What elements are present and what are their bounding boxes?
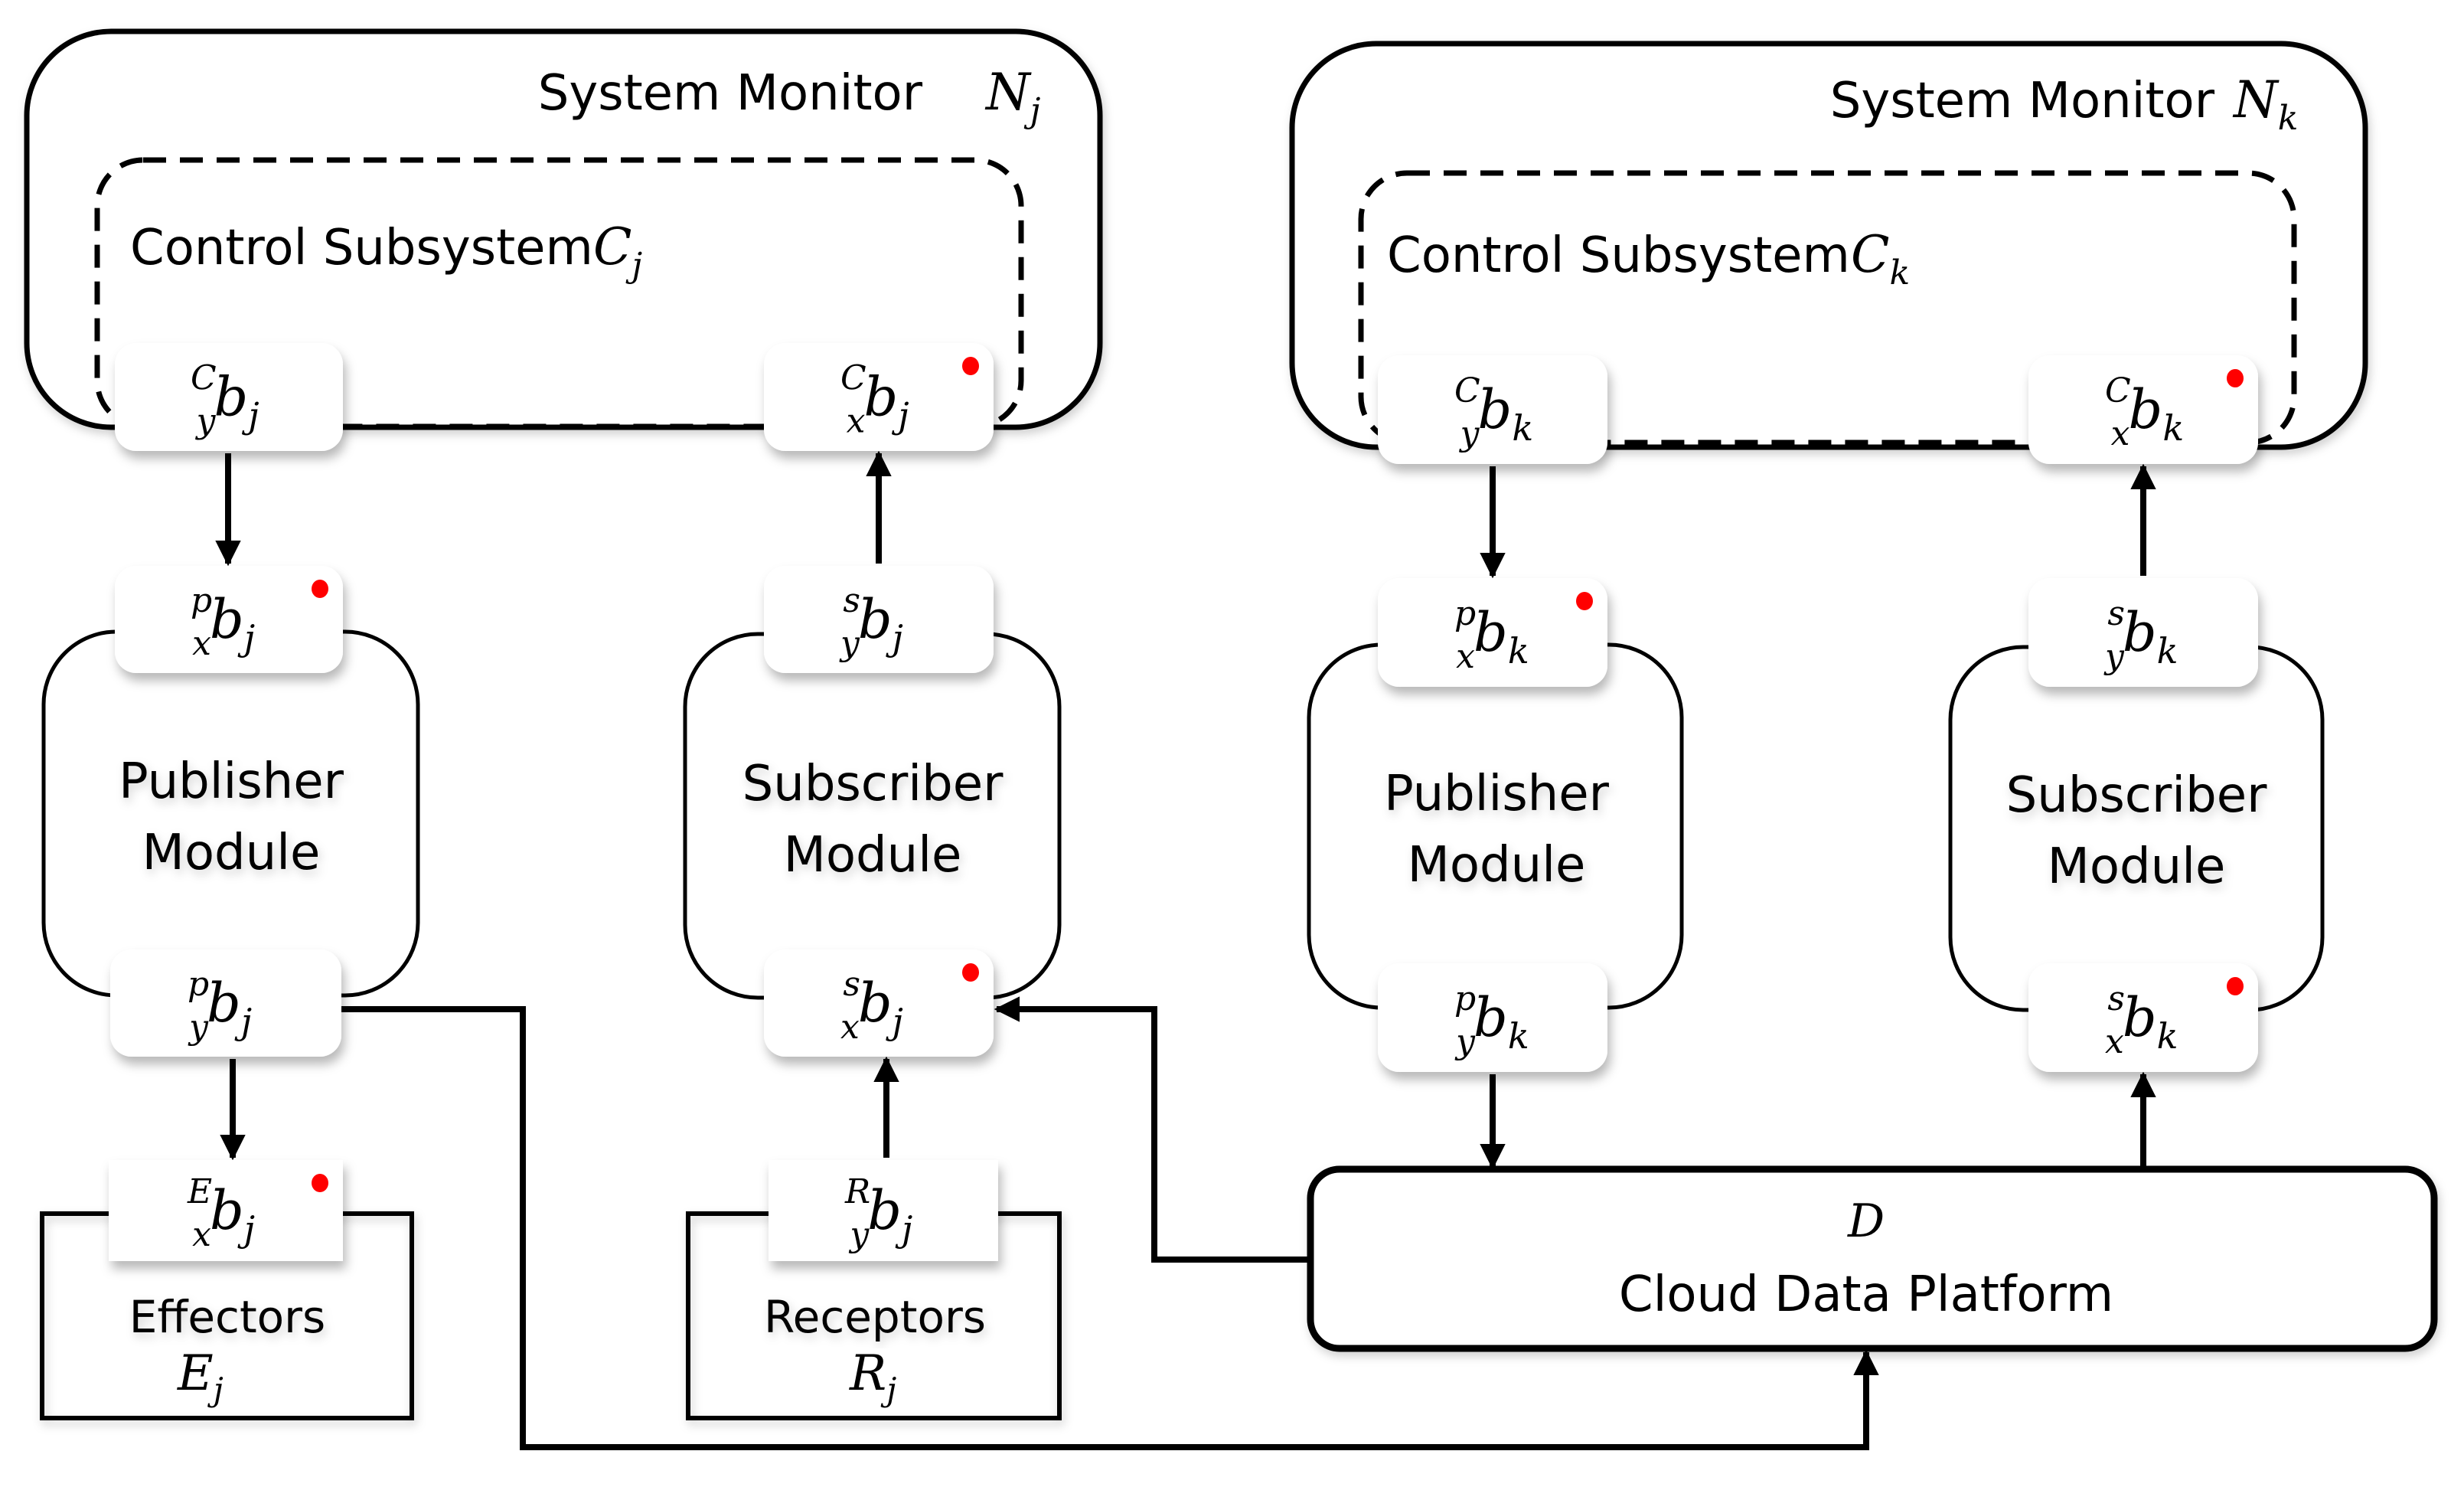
port-box — [2028, 355, 2258, 464]
system-monitor-nk-symbol: Nk — [2232, 70, 2298, 138]
red-marker-dot — [312, 1174, 328, 1192]
control-subsystem-ck-symbol: Ck — [1851, 225, 1910, 292]
control-subsystem-ck: Control Subsystem Ck — [1358, 170, 2297, 446]
publisher-module-j: Publisher Module — [41, 629, 420, 998]
publisher-module-k-border — [1307, 642, 1684, 1010]
cloud-data-platform: D Cloud Data Platform — [1307, 1165, 2438, 1352]
subscriber-module-j-line2: Module — [784, 827, 962, 884]
port-box — [764, 949, 994, 1057]
system-monitor-nj-title: System Monitor — [538, 65, 923, 122]
port-box — [1378, 963, 1607, 1072]
edge-pybj-to-cloud — [341, 1006, 1879, 1450]
port-box — [764, 566, 994, 673]
publisher-module-k-line1: Publisher — [1384, 766, 1610, 822]
receptors-symbol: Rj — [849, 1345, 896, 1408]
red-marker-dot — [1576, 592, 1593, 610]
cloud-symbol: D — [1847, 1194, 1885, 1248]
red-marker-dot — [2227, 369, 2244, 387]
publisher-module-j-border — [41, 629, 420, 998]
publisher-module-j-line1: Publisher — [119, 753, 344, 810]
port-box — [1378, 578, 1607, 687]
control-subsystem-cj-border — [94, 157, 1024, 430]
system-monitor-nk-border — [1289, 41, 2368, 450]
port-box — [764, 343, 994, 451]
subscriber-module-j: Subscriber Module — [683, 632, 1062, 1000]
connectors — [215, 450, 2156, 1450]
effectors-symbol: Ej — [177, 1345, 224, 1408]
port-box — [2028, 963, 2258, 1072]
system-monitor-nj-symbol: Nj — [984, 63, 1040, 130]
control-subsystem-cj: Control Subsystem Cj — [94, 157, 1024, 430]
port-box — [115, 566, 343, 673]
port-box — [1378, 355, 1607, 464]
publisher-module-k-line2: Module — [1408, 837, 1586, 894]
control-subsystem-cj-title: Control Subsystem — [130, 220, 593, 276]
port-box — [115, 343, 343, 451]
subscriber-module-k-line2: Module — [2048, 838, 2226, 895]
publisher-module-j-line2: Module — [142, 825, 321, 881]
cloud-title: Cloud Data Platform — [1619, 1266, 2113, 1323]
effectors-title: Effectors — [129, 1291, 325, 1343]
subscriber-module-k-line1: Subscriber — [2006, 767, 2267, 824]
control-subsystem-ck-title: Control Subsystem — [1387, 227, 1850, 284]
red-marker-dot — [962, 357, 979, 375]
system-monitor-nj: System Monitor Nj — [24, 28, 1103, 430]
receptors-title: Receptors — [764, 1291, 986, 1343]
subscriber-module-k-border — [1948, 645, 2325, 1012]
system-monitor-nk-title: System Monitor — [1830, 73, 2215, 129]
edge-cloud-to-sxbj — [994, 996, 1310, 1263]
red-marker-dot — [2227, 977, 2244, 995]
port-box — [2028, 578, 2258, 687]
publisher-module-k: Publisher Module — [1307, 642, 1684, 1010]
port-box — [109, 1160, 343, 1261]
red-marker-dot — [312, 580, 328, 598]
port-box — [110, 949, 341, 1057]
subscriber-module-j-border — [683, 632, 1062, 1000]
receptors-box: Receptors Rj — [686, 1211, 1062, 1420]
port-box — [769, 1160, 998, 1261]
effectors-box: Effectors Ej — [40, 1211, 414, 1420]
subscriber-module-k: Subscriber Module — [1948, 645, 2325, 1012]
control-subsystem-cj-symbol: Cj — [593, 217, 642, 285]
control-subsystem-ck-border — [1358, 170, 2297, 446]
red-marker-dot — [962, 963, 979, 982]
subscriber-module-j-line1: Subscriber — [742, 756, 1004, 812]
system-monitor-nk: System Monitor Nk — [1289, 41, 2368, 450]
